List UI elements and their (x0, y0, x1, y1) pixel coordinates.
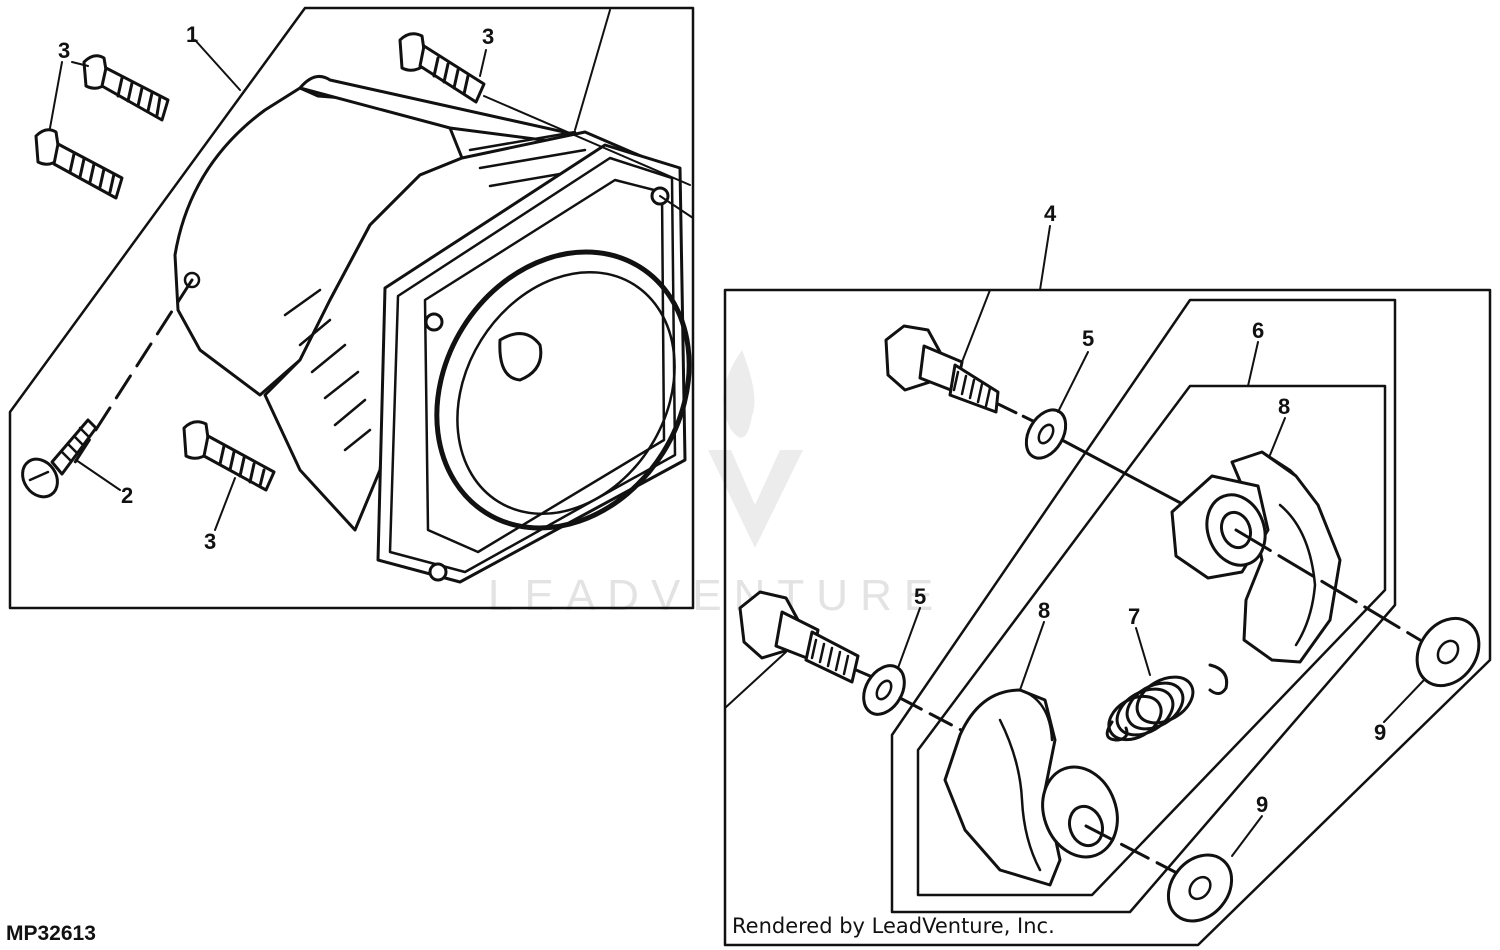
shoulder-bolt-upper (884, 324, 1037, 424)
shoe-subassembly-panel (916, 384, 1387, 897)
fan-housing (173, 74, 694, 584)
shoe-assembly-panel (890, 298, 1397, 914)
shoulder-bolt-lower (738, 590, 872, 684)
callout-1: 1 (186, 22, 198, 47)
bolt-part-3-upper-left (82, 54, 170, 122)
callout-9-lower: 9 (1256, 792, 1268, 817)
watermark-text: LEADVENTURE (488, 571, 945, 620)
callout-3-upper-left: 3 (58, 38, 70, 63)
callout-labels: 3 1 3 2 3 4 5 6 8 5 8 7 9 9 (58, 22, 1386, 817)
washer-right (1415, 616, 1481, 688)
leader-lines-right (724, 225, 1425, 857)
clutch-group-panel (723, 288, 1492, 947)
bolt-part-3-mid-left (34, 128, 124, 200)
clutch-shoe-lower (943, 688, 1177, 887)
callout-5-lower: 5 (914, 584, 926, 609)
callout-8-upper: 8 (1278, 394, 1290, 419)
bolt-part-3-lower (182, 420, 276, 492)
bolt-part-3-top-center (398, 32, 486, 104)
callout-5-upper: 5 (1082, 326, 1094, 351)
watermark: LEADVENTURE (488, 350, 945, 620)
render-credit: Rendered by LeadVenture, Inc. (728, 914, 1059, 938)
lock-washer-lower (862, 664, 967, 734)
clutch-spring (1105, 663, 1229, 742)
callout-6: 6 (1252, 318, 1264, 343)
callout-3-top: 3 (482, 24, 494, 49)
figure-id-label: MP32613 (6, 922, 96, 945)
housing-group-panel (8, 6, 695, 610)
clutch-shoe-upper (1170, 450, 1422, 664)
callout-7: 7 (1128, 604, 1140, 629)
callout-4: 4 (1044, 201, 1057, 226)
callout-3-lower: 3 (204, 529, 216, 554)
leader-lines-left (49, 9, 691, 531)
screw-part-2 (21, 278, 194, 499)
callout-9-right: 9 (1374, 720, 1386, 745)
callout-8-lower: 8 (1038, 598, 1050, 623)
callout-2: 2 (121, 483, 133, 508)
washer-lower (1166, 853, 1234, 923)
